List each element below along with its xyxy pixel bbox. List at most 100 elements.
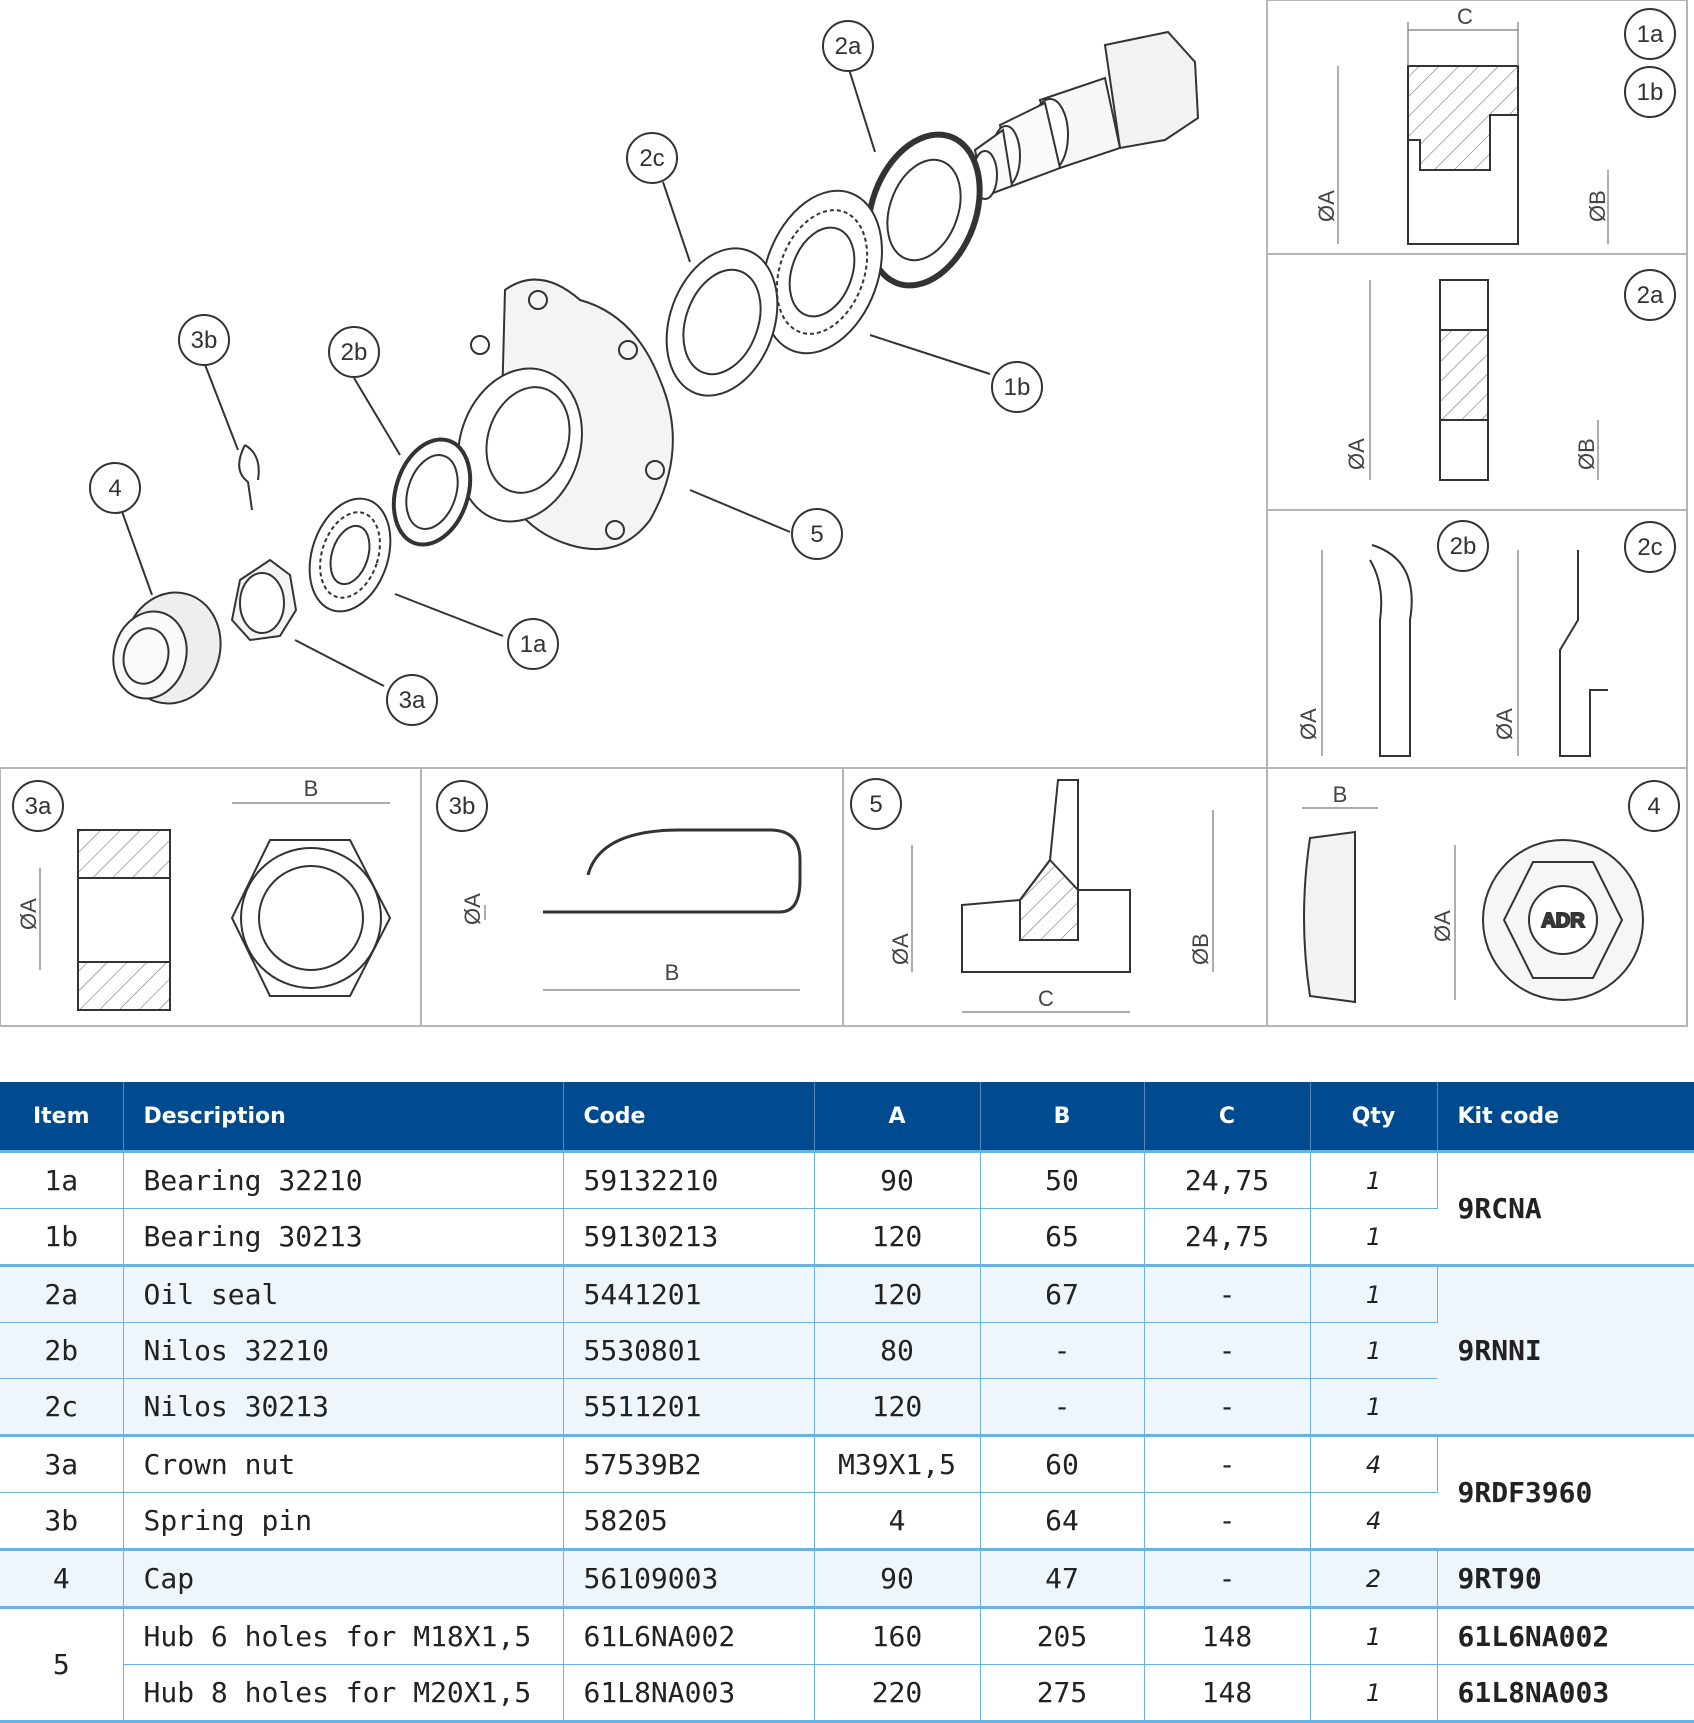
cell-qty: 4: [1310, 1435, 1438, 1493]
oil-seal-2a: [865, 131, 983, 289]
cell-qty: 2: [1310, 1549, 1438, 1609]
cell-description: Cap: [123, 1549, 564, 1609]
header-b: B: [980, 1082, 1145, 1153]
cell-code: 5441201: [563, 1265, 815, 1323]
dim-label-b: B: [665, 960, 680, 985]
callout-detail-3b: 3b: [436, 780, 488, 832]
drawing-svg: ADR 2a 2c 1b 5 1a 3a 3b 2b 4 1a 1b 2a 2b…: [0, 0, 1688, 1027]
exploded-view: [112, 30, 1200, 705]
cell-kit-code: 9RDF3960: [1437, 1435, 1694, 1551]
dim-label-a: ØA: [1430, 910, 1455, 942]
dim-label-a: ØA: [460, 893, 485, 925]
callout-2a: 2a: [822, 20, 874, 72]
dim-label-c: C: [1457, 4, 1473, 29]
cell-a: 90: [814, 1151, 981, 1209]
table-row: Hub 8 holes for M20X1,5 61L8NA003 220 27…: [0, 1664, 1694, 1723]
spindle: [972, 30, 1200, 200]
table-row: 3b Spring pin 58205 4 64 - 4: [0, 1492, 1694, 1551]
svg-text:1a: 1a: [520, 631, 547, 658]
svg-text:2b: 2b: [341, 339, 368, 366]
cell-b: 50: [980, 1151, 1145, 1209]
svg-text:2c: 2c: [1637, 534, 1662, 561]
cell-item: 2a: [0, 1265, 124, 1323]
crown-nut-hex: [230, 839, 392, 997]
parts-table: Item Description Code A B C Qty Kit code…: [0, 1082, 1694, 1723]
spring-pin-profile: [543, 828, 802, 914]
cell-c: -: [1144, 1492, 1311, 1551]
cell-code: 56109003: [563, 1549, 815, 1609]
cell-a: M39X1,5: [814, 1435, 981, 1493]
cap-logo-text: ADR: [1541, 910, 1585, 932]
table-row: 1a Bearing 32210 59132210 90 50 24,75 1 …: [0, 1151, 1694, 1267]
svg-text:3b: 3b: [449, 793, 476, 820]
svg-text:2a: 2a: [1637, 282, 1664, 309]
cell-b: 65: [980, 1208, 1145, 1267]
cell-description: Nilos 32210: [123, 1322, 564, 1379]
cell-item: 3b: [0, 1492, 124, 1551]
cell-description: Crown nut: [123, 1435, 564, 1493]
cell-item: 2c: [0, 1378, 124, 1437]
cell-code: 59130213: [563, 1208, 815, 1267]
cell-b: 47: [980, 1549, 1145, 1609]
cell-description: Hub 6 holes for M18X1,5: [123, 1607, 564, 1665]
svg-text:4: 4: [108, 475, 121, 502]
cell-item: 3a: [0, 1435, 124, 1493]
cell-qty: 1: [1310, 1378, 1437, 1437]
cell-code: 59132210: [563, 1151, 815, 1209]
callout-3b: 3b: [178, 314, 230, 366]
cell-kit-code: 9RCNA: [1437, 1151, 1694, 1267]
table-row: 3a Crown nut 57539B2 M39X1,5 60 - 4 9RDF…: [0, 1435, 1694, 1551]
cell-a: 220: [814, 1664, 981, 1723]
callout-detail-1a: 1a: [1624, 8, 1676, 60]
cell-description: Bearing 30213: [123, 1208, 564, 1267]
cell-b: 205: [980, 1607, 1145, 1665]
cell-c: -: [1144, 1265, 1311, 1323]
cell-item: 1b: [0, 1208, 124, 1267]
cell-description: Hub 8 holes for M20X1,5: [123, 1664, 564, 1723]
dimension-labels: C ØA ØB ØA ØB ØA ØA ØA B ØA B ØA ØB C B …: [16, 4, 1610, 1011]
panel-4: [1266, 767, 1688, 1027]
cell-c: -: [1144, 1378, 1311, 1437]
dim-label-a: ØA: [888, 933, 913, 965]
cell-b: 67: [980, 1265, 1145, 1323]
svg-text:1b: 1b: [1004, 374, 1031, 401]
nilos-ring-2c: [665, 247, 779, 397]
svg-text:4: 4: [1647, 793, 1660, 820]
leader-lines: [119, 65, 991, 687]
cell-kit-code: 61L8NA003: [1437, 1664, 1694, 1723]
callout-detail-1b: 1b: [1624, 66, 1676, 118]
table-header-row: Item Description Code A B C Qty Kit code: [0, 1082, 1694, 1153]
panel-frames: [0, 0, 1688, 1027]
cell-description: Oil seal: [123, 1265, 564, 1323]
cell-a: 160: [814, 1607, 981, 1665]
cell-item: 2b: [0, 1322, 124, 1379]
cell-code: 5511201: [563, 1378, 815, 1437]
header-item: Item: [0, 1082, 124, 1153]
cell-qty: 1: [1310, 1151, 1438, 1209]
svg-text:3a: 3a: [399, 687, 426, 714]
cell-kit-code: 9RNNI: [1437, 1265, 1694, 1437]
cell-a: 4: [814, 1492, 981, 1551]
svg-text:3a: 3a: [25, 793, 52, 820]
cell-code: 61L8NA003: [563, 1664, 815, 1723]
svg-text:1a: 1a: [1637, 21, 1664, 48]
cell-b: 275: [980, 1664, 1145, 1723]
nilos-2c-profile: [1559, 550, 1608, 757]
cell-qty: 1: [1310, 1607, 1438, 1665]
header-a: A: [814, 1082, 981, 1153]
header-c: C: [1144, 1082, 1311, 1153]
callout-2b: 2b: [328, 326, 380, 378]
cell-kit-code: 61L6NA002: [1437, 1607, 1694, 1665]
svg-text:3b: 3b: [191, 327, 218, 354]
table-row: 4 Cap 56109003 90 47 - 2 9RT90: [0, 1549, 1694, 1609]
crown-nut-3a: [230, 558, 298, 642]
bearing-section-hatch: [1407, 65, 1519, 171]
cell-a: 120: [814, 1265, 981, 1323]
callout-detail-2b: 2b: [1437, 520, 1489, 572]
svg-text:5: 5: [810, 521, 823, 548]
dim-label-b: ØB: [1188, 933, 1213, 965]
cell-qty: 1: [1310, 1208, 1437, 1267]
table-row: 2a Oil seal 5441201 120 67 - 1 9RNNI: [0, 1265, 1694, 1437]
callout-detail-2c: 2c: [1624, 521, 1676, 573]
header-description: Description: [123, 1082, 564, 1153]
